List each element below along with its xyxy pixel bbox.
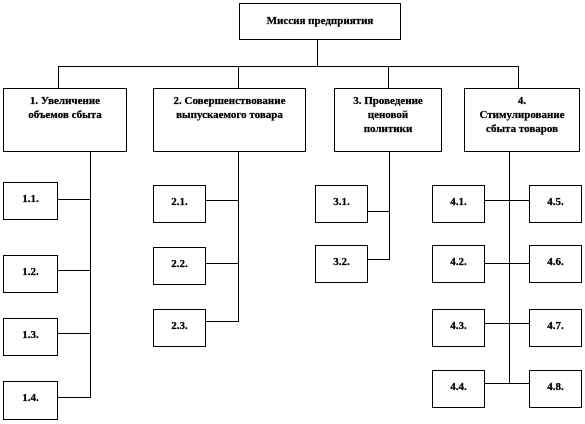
item-1-3-label: 1.3. [22,329,39,341]
root-label: Миссия предприятия [266,14,374,27]
item-2-2-box: 2.2. [153,247,206,285]
item-1-1-box: 1.1. [3,182,58,220]
item-4-3-box: 4.3. [432,309,485,347]
item-2-3-box: 2.3. [153,309,206,347]
item-3-2-box: 3.2. [315,245,368,283]
branch-2-label: 2. Совершенствование выпускаемого товара [173,95,286,121]
item-2-2-label: 2.2. [171,258,188,270]
branch-1-label: 1. Увеличение объемов сбыта [28,95,102,121]
item-2-3-label: 2.3. [171,320,188,332]
item-1-1-label: 1.1. [22,193,39,205]
item-3-1-label: 3.1. [333,196,350,208]
item-4-1-label: 4.1. [450,196,467,208]
root-box: Миссия предприятия [239,3,401,40]
item-4-1-box: 4.1. [432,185,485,223]
item-4-5-box: 4.5. [529,185,582,223]
item-2-1-box: 2.1. [153,185,206,223]
branch-1-box: 1. Увеличение объемов сбыта [3,88,127,152]
item-4-4-box: 4.4. [432,370,485,408]
item-4-6-box: 4.6. [529,245,582,283]
item-4-3-label: 4.3. [450,320,467,332]
item-4-2-box: 4.2. [432,245,485,283]
item-3-1-box: 3.1. [315,185,368,223]
item-4-5-label: 4.5. [547,196,564,208]
item-4-4-label: 4.4. [450,381,467,393]
item-1-4-box: 1.4. [3,381,58,420]
item-2-1-label: 2.1. [171,196,188,208]
branch-4-box: 4. Стимулирование сбыта товаров [464,88,580,152]
item-4-8-label: 4.8. [547,381,564,393]
item-4-7-label: 4.7. [547,320,564,332]
item-3-2-label: 3.2. [333,256,350,268]
item-1-4-label: 1.4. [22,392,39,404]
item-4-8-box: 4.8. [529,370,582,408]
item-4-6-label: 4.6. [547,256,564,268]
branch-3-box: 3. Проведение ценовой политики [334,88,442,152]
item-1-2-label: 1.2. [22,266,39,278]
item-1-2-box: 1.2. [3,255,58,293]
item-4-7-box: 4.7. [529,309,582,347]
branch-4-label: 4. Стимулирование сбыта товаров [479,95,565,135]
item-4-2-label: 4.2. [450,256,467,268]
branch-2-box: 2. Совершенствование выпускаемого товара [153,88,306,152]
item-1-3-box: 1.3. [3,318,58,356]
branch-3-label: 3. Проведение ценовой политики [353,95,423,135]
